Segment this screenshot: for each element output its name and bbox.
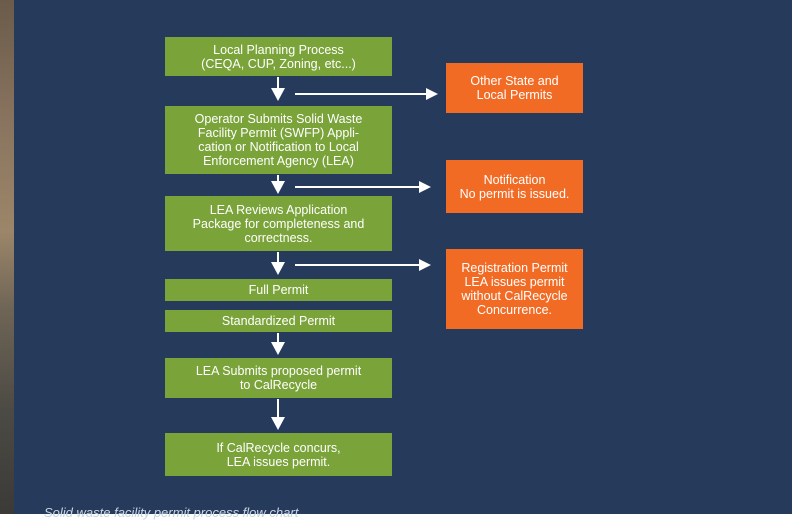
arrow-right-1 [295, 88, 438, 100]
arrow-down-2 [271, 175, 285, 194]
arrow-down-3 [271, 252, 285, 275]
step-operator-submits: Operator Submits Solid Waste Facility Pe… [165, 106, 392, 174]
arrow-down-1 [271, 77, 285, 101]
side-notification: Notification No permit is issued. [446, 160, 583, 213]
flowchart-panel [14, 0, 792, 514]
step-local-planning: Local Planning Process (CEQA, CUP, Zonin… [165, 37, 392, 76]
arrow-right-3 [295, 259, 431, 271]
side-registration: Registration Permit LEA issues permit wi… [446, 249, 583, 329]
step-full-permit: Full Permit [165, 279, 392, 301]
step-calrecycle-concurs: If CalRecycle concurs, LEA issues permit… [165, 433, 392, 476]
side-other-permits: Other State and Local Permits [446, 63, 583, 113]
arrow-down-4 [271, 333, 285, 355]
step-lea-reviews: LEA Reviews Application Package for comp… [165, 196, 392, 251]
step-lea-submits: LEA Submits proposed permit to CalRecycl… [165, 358, 392, 398]
step-standardized-permit: Standardized Permit [165, 310, 392, 332]
arrow-down-5 [271, 399, 285, 430]
figure-caption: Solid waste facility permit process flow… [44, 505, 299, 520]
background-photo-edge [0, 0, 14, 514]
arrow-right-2 [295, 181, 431, 193]
